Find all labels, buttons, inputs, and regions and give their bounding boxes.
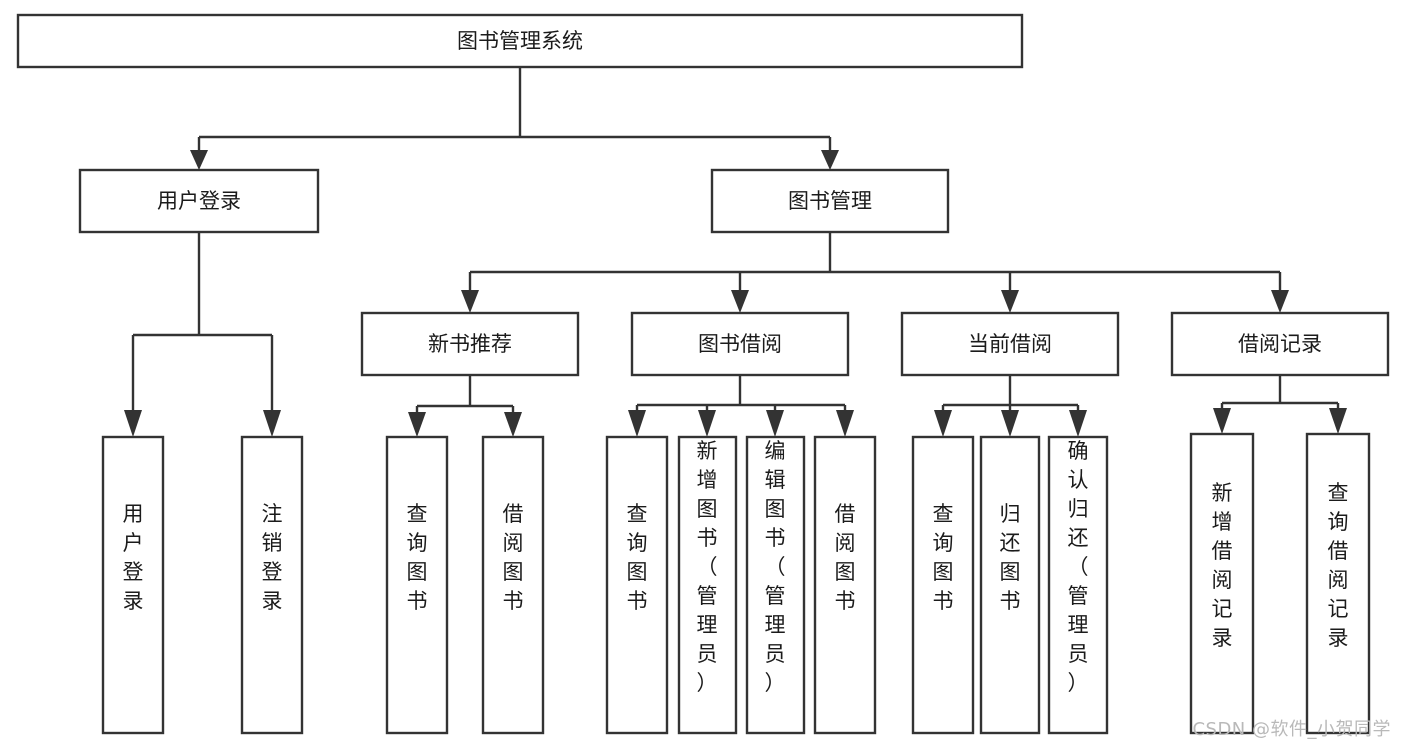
arrow-head-cb-leaf-3 xyxy=(1069,410,1087,437)
leaf-user-login-label: 用户登录 xyxy=(123,502,144,613)
node-user-login-label: 用户登录 xyxy=(157,189,241,213)
connector-group-new-book-recommend xyxy=(408,375,522,437)
leaf-bb-borrow-book-box[interactable] xyxy=(813,435,877,735)
node-current-borrow[interactable]: 当前借阅 xyxy=(900,311,1120,377)
leaf-node[interactable]: 归还图书 xyxy=(979,435,1041,735)
arrow-head-bb-leaf-1 xyxy=(628,410,646,437)
arrow-head-leaf-logout xyxy=(263,410,281,437)
node-book-manage[interactable]: 图书管理 xyxy=(710,168,950,234)
connector-group-user-login xyxy=(124,232,281,437)
leaf-node[interactable]: 确认归还（管理员） xyxy=(1047,435,1109,735)
leaf-user-login-box[interactable] xyxy=(101,435,165,735)
leaf-cb-confirm-return-label: 确认归还（管理员） xyxy=(1068,439,1089,695)
connector-group-book-manage xyxy=(461,232,1289,313)
leaf-nbr-query-book-box[interactable] xyxy=(385,435,449,735)
node-book-manage-label: 图书管理 xyxy=(788,189,872,213)
leaf-node[interactable]: 新增借阅记录 xyxy=(1189,432,1255,735)
node-current-borrow-box[interactable] xyxy=(900,311,1120,377)
node-book-manage-box[interactable] xyxy=(710,168,950,234)
leaf-bb-query-book-box[interactable] xyxy=(605,435,669,735)
arrow-head-book-manage xyxy=(821,150,839,170)
node-borrow-record-label: 借阅记录 xyxy=(1238,332,1322,356)
arrow-head-current-borrow xyxy=(1001,290,1019,313)
connector-group-current-borrow xyxy=(934,375,1087,437)
node-root-label: 图书管理系统 xyxy=(457,29,583,53)
leaf-bb-query-book-label: 查询图书 xyxy=(627,502,648,613)
leaf-bb-edit-book-label: 编辑图书（管理员） xyxy=(765,439,786,695)
leaf-br-add-record-box[interactable] xyxy=(1189,432,1255,735)
node-current-borrow-label: 当前借阅 xyxy=(968,332,1052,356)
leaf-node[interactable]: 查询借阅记录 xyxy=(1305,432,1371,735)
leaf-node[interactable]: 查询图书 xyxy=(911,435,975,735)
node-user-login[interactable]: 用户登录 xyxy=(78,168,320,234)
node-new-book-recommend-box[interactable] xyxy=(360,311,580,377)
leaf-br-query-record-label: 查询借阅记录 xyxy=(1328,481,1349,650)
leaf-cb-return-book-label: 归还图书 xyxy=(1000,502,1021,613)
leaf-nbr-borrow-book-box[interactable] xyxy=(481,435,545,735)
node-borrow-record[interactable]: 借阅记录 xyxy=(1170,311,1390,377)
leaf-node[interactable]: 用户登录 xyxy=(101,435,165,735)
arrow-head-book-borrow xyxy=(731,290,749,313)
arrow-head-nbr-leaf-1 xyxy=(408,412,426,437)
node-book-borrow-label: 图书借阅 xyxy=(698,332,782,356)
arrow-head-br-leaf-2 xyxy=(1329,408,1347,434)
node-book-borrow[interactable]: 图书借阅 xyxy=(630,311,850,377)
leaf-node[interactable]: 新增图书（管理员） xyxy=(677,435,738,735)
node-user-login-box[interactable] xyxy=(78,168,320,234)
leaf-bb-borrow-book-label: 借阅图书 xyxy=(835,502,856,613)
leaf-bb-add-book-box[interactable] xyxy=(677,435,738,735)
leaf-node[interactable]: 编辑图书（管理员） xyxy=(745,435,806,735)
node-root-box[interactable] xyxy=(16,13,1024,69)
leaf-node[interactable]: 借阅图书 xyxy=(481,435,545,735)
arrow-head-bb-leaf-3 xyxy=(766,410,784,437)
leaf-node[interactable]: 借阅图书 xyxy=(813,435,877,735)
leaf-nbr-query-book-label: 查询图书 xyxy=(407,502,428,613)
arrow-head-br-leaf-1 xyxy=(1213,408,1231,434)
leaf-br-query-record-box[interactable] xyxy=(1305,432,1371,735)
arrow-head-bb-leaf-2 xyxy=(698,410,716,437)
leaf-nbr-borrow-book-label: 借阅图书 xyxy=(503,502,524,613)
arrow-head-cb-leaf-1 xyxy=(934,410,952,437)
arrow-head-cb-leaf-2 xyxy=(1001,410,1019,437)
node-new-book-recommend[interactable]: 新书推荐 xyxy=(360,311,580,377)
connector-group-book-borrow xyxy=(628,375,854,437)
leaf-cb-confirm-return-box[interactable] xyxy=(1047,435,1109,735)
leaf-cb-query-book-label: 查询图书 xyxy=(933,502,954,613)
arrow-head-bb-leaf-4 xyxy=(836,410,854,437)
leaf-bb-add-book-label: 新增图书（管理员） xyxy=(697,439,718,695)
connector-group-borrow-record xyxy=(1213,375,1347,434)
watermark: CSDN @软件_小贺同学 xyxy=(1192,719,1391,740)
leaf-node[interactable]: 查询图书 xyxy=(385,435,449,735)
arrow-head-borrow-record xyxy=(1271,290,1289,313)
arrow-head-user-login xyxy=(190,150,208,170)
connector-group-root xyxy=(190,67,839,170)
arrow-head-new-book-recommend xyxy=(461,290,479,313)
arrow-head-leaf-user-login xyxy=(124,410,142,437)
arrow-head-nbr-leaf-2 xyxy=(504,412,522,437)
leaf-br-add-record-label: 新增借阅记录 xyxy=(1212,481,1233,650)
leaf-bb-edit-book-box[interactable] xyxy=(745,435,806,735)
node-new-book-recommend-label: 新书推荐 xyxy=(428,332,512,356)
node-book-borrow-box[interactable] xyxy=(630,311,850,377)
leaf-node[interactable]: 注销登录 xyxy=(240,435,304,735)
leaf-node[interactable]: 查询图书 xyxy=(605,435,669,735)
node-borrow-record-box[interactable] xyxy=(1170,311,1390,377)
leaf-cb-query-book-box[interactable] xyxy=(911,435,975,735)
leaf-logout-box[interactable] xyxy=(240,435,304,735)
node-root[interactable]: 图书管理系统 xyxy=(16,13,1024,69)
leaf-cb-return-book-box[interactable] xyxy=(979,435,1041,735)
leaf-logout-label: 注销登录 xyxy=(262,502,283,613)
